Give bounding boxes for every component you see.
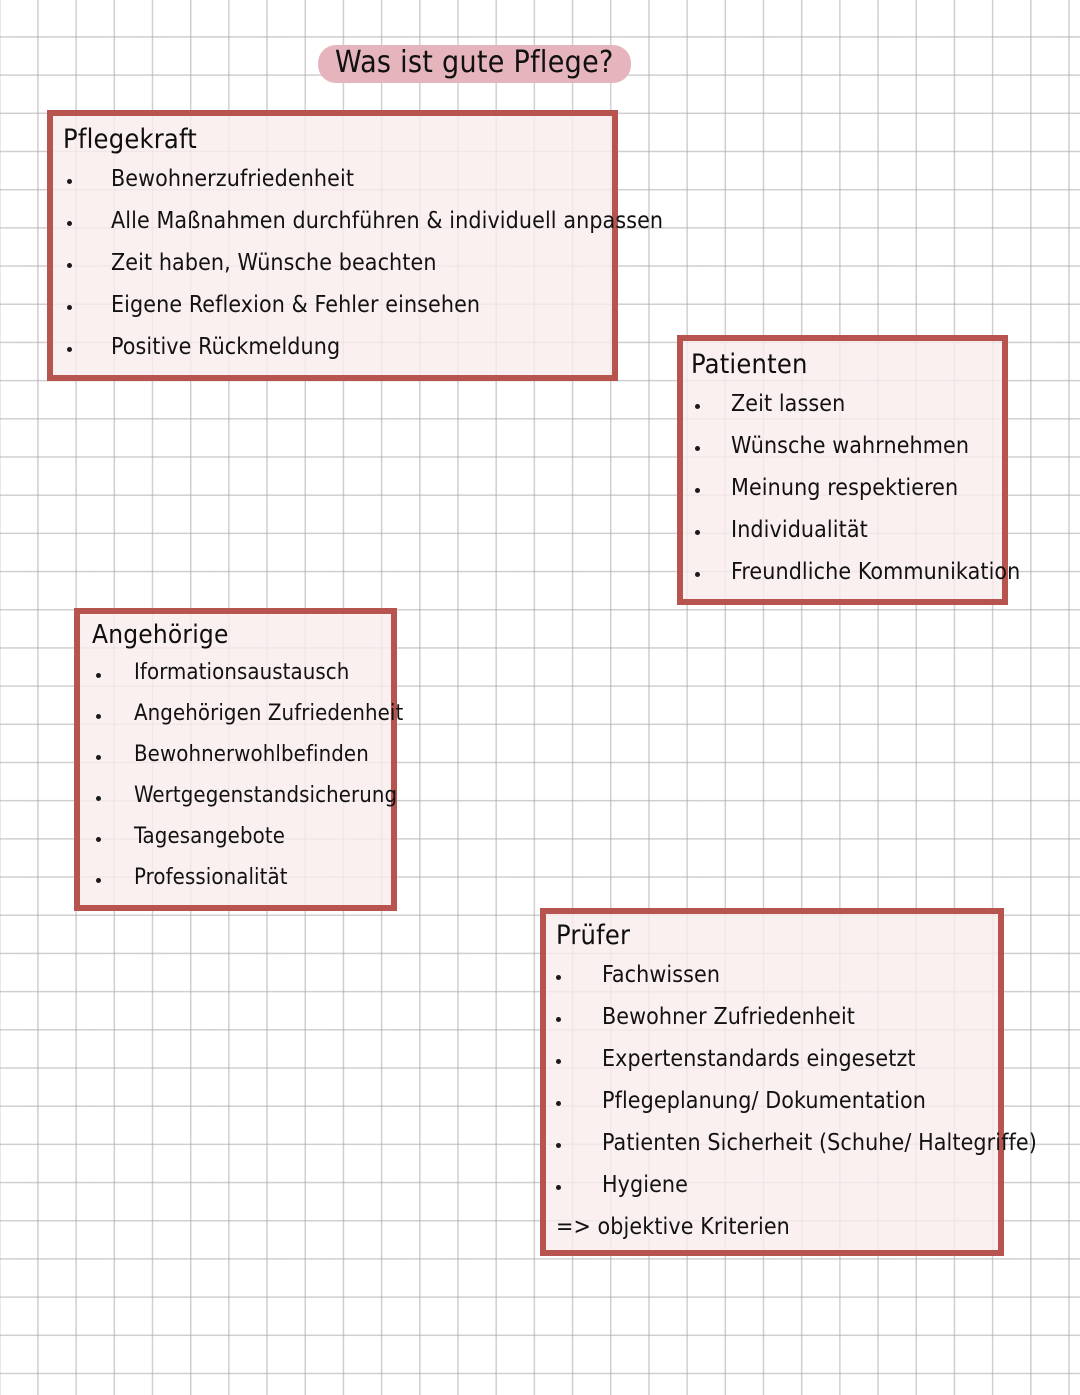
bullet-list: Fachwissen Bewohner Zufriedenheit Expert…: [552, 954, 1037, 1206]
list-item: Angehörigen Zufriedenheit: [92, 693, 403, 734]
note-box-angehoerige: Angehörige Iformationsaustausch Angehöri…: [74, 608, 403, 911]
bullet-list: Zeit lassen Wünsche wahrnehmen Meinung r…: [691, 383, 1020, 593]
page-title: Was ist gute Pflege?: [318, 45, 631, 83]
list-item: Fachwissen: [552, 954, 990, 996]
list-item: Bewohnerzufriedenheit: [63, 158, 602, 200]
note-box-content: Pflegekraft Bewohnerzufriedenheit Alle M…: [53, 116, 663, 375]
title-highlight: Was ist gute Pflege?: [318, 45, 631, 83]
list-item: Zeit lassen: [691, 383, 992, 425]
list-item: Zeit haben, Wünsche beachten: [63, 242, 602, 284]
list-item: Eigene Reflexion & Fehler einsehen: [63, 284, 602, 326]
list-item: Hygiene: [552, 1164, 990, 1206]
note-box-title: Angehörige: [92, 620, 229, 650]
list-item: Alle Maßnahmen durchführen & individuell…: [63, 200, 663, 242]
bullet-list: Bewohnerzufriedenheit Alle Maßnahmen dur…: [63, 158, 663, 368]
list-item: Bewohner Zufriedenheit: [552, 996, 990, 1038]
list-item: Tagesangebote: [92, 816, 383, 857]
list-item: Patienten Sicherheit (Schuhe/ Haltegriff…: [552, 1122, 1037, 1164]
note-box-title: Pflegekraft: [63, 124, 197, 155]
bullet-list: Iformationsaustausch Angehörigen Zufried…: [92, 652, 403, 898]
title-text: Was ist gute Pflege?: [335, 45, 614, 80]
conclusion-text: => objektive Kriterien: [556, 1214, 790, 1240]
list-item: Positive Rückmeldung: [63, 326, 602, 368]
note-box-pflegekraft: Pflegekraft Bewohnerzufriedenheit Alle M…: [47, 110, 663, 381]
list-item: Freundliche Kommunikation: [691, 551, 1020, 593]
note-box-title: Patienten: [691, 349, 808, 380]
list-item: Wertgegenstandsicherung: [92, 775, 397, 816]
list-item: Professionalität: [92, 857, 383, 898]
note-box-title: Prüfer: [556, 920, 631, 951]
list-item: Pflegeplanung/ Dokumentation: [552, 1080, 990, 1122]
list-item: Wünsche wahrnehmen: [691, 425, 992, 467]
note-box-content: Prüfer Fachwissen Bewohner Zufriedenheit…: [546, 914, 1037, 1250]
list-item: Individualität: [691, 509, 992, 551]
note-box-pruefer: Prüfer Fachwissen Bewohner Zufriedenheit…: [540, 908, 1037, 1256]
list-item: Meinung respektieren: [691, 467, 992, 509]
list-item: Expertenstandards eingesetzt: [552, 1038, 990, 1080]
note-box-content: Patienten Zeit lassen Wünsche wahrnehmen…: [683, 341, 1020, 599]
list-item: Iformationsaustausch: [92, 652, 383, 693]
list-item: Bewohnerwohlbefinden: [92, 734, 383, 775]
note-box-patienten: Patienten Zeit lassen Wünsche wahrnehmen…: [677, 335, 1020, 605]
note-box-content: Angehörige Iformationsaustausch Angehöri…: [80, 614, 403, 905]
